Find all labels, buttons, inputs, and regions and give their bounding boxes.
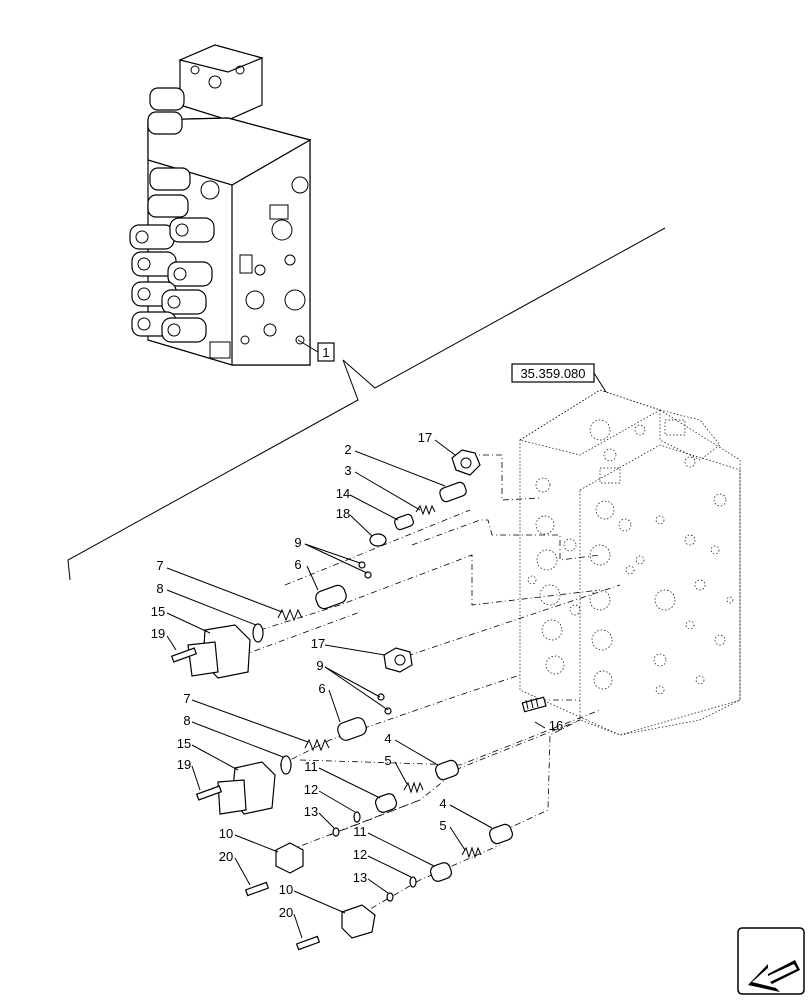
label-13: 13	[304, 804, 318, 819]
part-19-upper	[170, 647, 198, 663]
part-17-upper	[451, 449, 481, 476]
label-20: 20	[219, 849, 233, 864]
label-4: 4	[439, 796, 446, 811]
part-13-upper	[332, 827, 340, 837]
part-20-upper	[244, 881, 270, 897]
label-19: 19	[177, 757, 191, 772]
valve-section-block	[519, 389, 741, 736]
part-16	[521, 696, 547, 713]
part-6-lower	[337, 717, 367, 741]
part-9-upper-b	[364, 571, 372, 579]
assembly-bracket	[67, 227, 666, 581]
main-valve-assembly	[129, 44, 312, 366]
label-20: 20	[279, 905, 293, 920]
part-14	[394, 513, 414, 531]
label-17: 17	[418, 430, 432, 445]
label-5: 5	[439, 818, 446, 833]
part-20-lower	[295, 935, 321, 951]
part-4-upper	[435, 759, 459, 781]
part-10-upper	[275, 842, 304, 874]
leader-lines	[166, 439, 546, 939]
part-2	[439, 481, 467, 503]
part-15-lower	[217, 761, 276, 815]
part-9-lower-a	[377, 693, 385, 701]
label-6: 6	[318, 681, 325, 696]
part-10-lower	[341, 904, 376, 939]
part-7-upper	[277, 608, 303, 622]
part-11-upper	[374, 793, 398, 813]
label-12: 12	[353, 847, 367, 862]
label-15: 15	[151, 604, 165, 619]
label-14: 14	[336, 486, 350, 501]
label-8: 8	[183, 713, 190, 728]
part-3	[415, 504, 436, 516]
assembly-centerlines	[229, 454, 621, 916]
label-15: 15	[177, 736, 191, 751]
label-11: 11	[353, 824, 367, 839]
part-12-lower	[409, 876, 417, 888]
reference-text: 35.359.080	[520, 366, 585, 381]
label-4: 4	[384, 731, 391, 746]
label-8: 8	[156, 581, 163, 596]
solenoid-stack	[129, 87, 215, 343]
part-5-upper	[403, 781, 424, 794]
label-9: 9	[316, 658, 323, 673]
label-9: 9	[294, 535, 301, 550]
label-19: 19	[151, 626, 165, 641]
part-4-lower	[489, 823, 513, 845]
callout-1: 1	[297, 339, 335, 362]
label-10: 10	[219, 826, 233, 841]
label-16: 16	[549, 718, 563, 733]
part-7-lower	[304, 738, 330, 752]
label-6: 6	[294, 557, 301, 572]
part-11-lower	[429, 862, 453, 882]
part-18	[369, 533, 387, 547]
part-13-lower	[386, 892, 394, 902]
callout-1-text: 1	[322, 345, 329, 360]
label-12: 12	[304, 782, 318, 797]
label-3: 3	[344, 463, 351, 478]
arrow-left-down-icon[interactable]	[737, 927, 805, 995]
part-12-upper	[353, 811, 361, 823]
label-10: 10	[279, 882, 293, 897]
label-5: 5	[384, 753, 391, 768]
label-13: 13	[353, 870, 367, 885]
part-labels: 17 2 3 14 18 9 6 7 8 15 19 17 9 6 7 8 15…	[151, 430, 563, 920]
part-17-lower	[383, 647, 413, 673]
reference-label: 35.359.080	[511, 363, 607, 393]
part-8-upper	[252, 623, 264, 643]
part-15-upper	[187, 624, 251, 679]
part-8-lower	[280, 755, 292, 775]
label-17: 17	[311, 636, 325, 651]
label-7: 7	[156, 558, 163, 573]
label-18: 18	[336, 506, 350, 521]
part-5-lower	[461, 846, 482, 859]
part-6-upper	[315, 584, 347, 610]
label-2: 2	[344, 442, 351, 457]
label-7: 7	[183, 691, 190, 706]
part-9-upper-a	[358, 561, 366, 569]
part-19-lower	[195, 785, 223, 801]
label-11: 11	[304, 759, 318, 774]
